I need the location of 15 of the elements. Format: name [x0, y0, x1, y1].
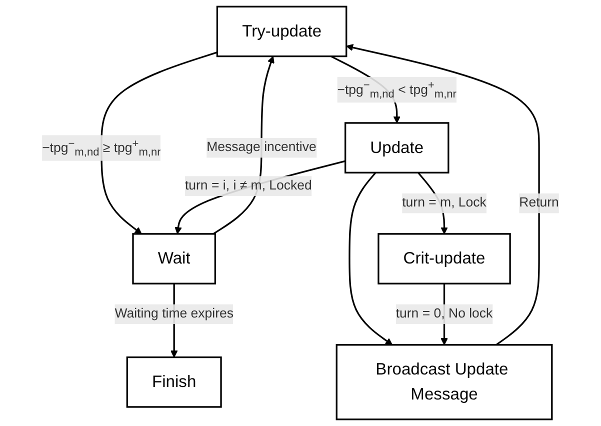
edge-label: Message incentive	[206, 140, 316, 154]
node-box: Wait	[132, 233, 216, 284]
arrow	[348, 172, 393, 346]
edge-label: turn = i, i ≠ m, Locked	[184, 178, 312, 193]
node-box: Try-update	[216, 6, 348, 58]
arrow	[174, 160, 346, 234]
arrow	[100, 52, 218, 234]
node-box: Finish	[126, 356, 222, 408]
edge-label: Return	[519, 196, 559, 210]
edge-label: turn = m, Lock	[402, 196, 486, 210]
node-box: Broadcast Update Message	[336, 344, 553, 420]
node-box: Update	[344, 122, 450, 174]
edge-label: Waiting time expires	[114, 306, 234, 321]
node-box: Crit-update	[378, 233, 511, 284]
edge-label: turn = 0, No lock	[396, 306, 493, 321]
